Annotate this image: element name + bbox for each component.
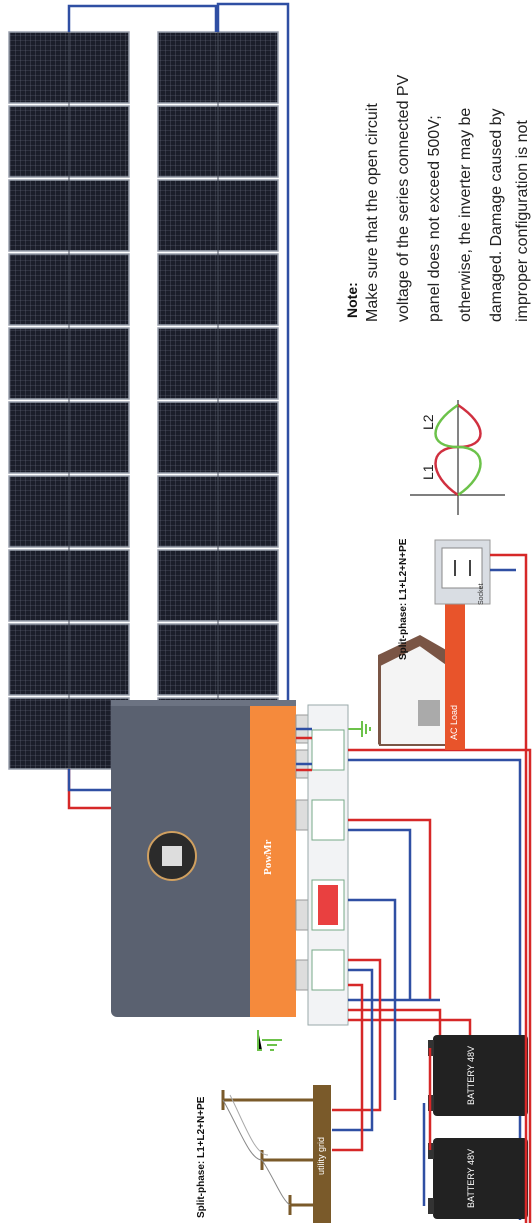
note-title: Note: (344, 282, 360, 318)
ground-symbol (257, 1030, 282, 1051)
inverter-brand: PowMr (262, 839, 274, 875)
inverter (111, 700, 309, 1017)
l2-wave (434, 403, 482, 497)
battery-wiring (422, 1048, 432, 1206)
utility-grid-bar (313, 1085, 331, 1223)
house (378, 539, 491, 750)
waveform-chart (410, 400, 505, 515)
utility-grid (221, 1085, 331, 1223)
pv-row-a (8, 31, 130, 770)
l2-label: L2 (420, 414, 436, 430)
note-line-5: damaged. Damage caused by (488, 108, 505, 322)
socket-label: Socket (478, 583, 485, 605)
battery-b (428, 1138, 528, 1219)
battery-b-label: BATTERY 48V (466, 1148, 476, 1208)
pv-row-b (157, 31, 279, 770)
battery-a-label: BATTERY 48V (466, 1045, 476, 1105)
load-phase-label: Split-phase: L1+L2+N+PE (398, 538, 409, 660)
note-line-6: improper configuration is not (514, 120, 531, 322)
breaker-panel (307, 704, 349, 1026)
note-line-3: panel does not exceed 500V; (426, 115, 443, 322)
utility-grid-label: utility grid (316, 1136, 326, 1175)
ac-load-label: AC Load (449, 704, 459, 740)
grid-phase-label: Split-phase: L1+L2+N+PE (196, 1096, 207, 1218)
inverter-terminals (295, 714, 309, 991)
note-line-1: Make sure that the open circuit (364, 103, 381, 322)
battery-a (428, 1035, 528, 1116)
note-line-2: voltage of the series connected PV (395, 74, 412, 322)
load-wiring (490, 553, 528, 1223)
note-line-4: otherwise, the inverter may be (457, 107, 474, 322)
l1-label: L1 (420, 464, 436, 480)
